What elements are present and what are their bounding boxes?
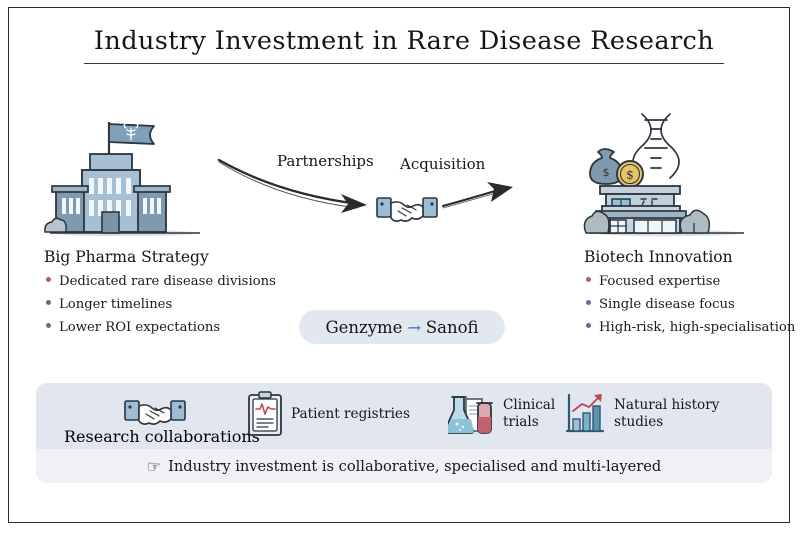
bullet-dot-icon <box>46 323 51 328</box>
activity-item-patient-registries: Patient registries <box>246 391 410 437</box>
activity-icon-row: Research collaborations Patient registri… <box>36 383 772 449</box>
activity-item-research-collaborations <box>124 395 186 429</box>
bullet-dot-icon <box>586 300 591 305</box>
left-bullet-item: Dedicated rare disease divisions <box>46 270 276 293</box>
right-bullet-item: High-risk, high-specialisation <box>586 316 795 339</box>
right-bullet-label: Single disease focus <box>599 297 735 312</box>
flask-testtube-icon <box>448 396 493 434</box>
activity-label-clinical-trials: Clinical trials <box>503 397 555 431</box>
right-bullet-label: Focused expertise <box>599 274 721 289</box>
left-bullet-item: Lower ROI expectations <box>46 316 276 339</box>
handshake-icon <box>376 192 438 230</box>
handshake-icon <box>124 400 186 425</box>
deal-to: Sanofi <box>425 317 479 337</box>
left-bullet-label: Dedicated rare disease divisions <box>59 274 276 289</box>
left-column-heading: Big Pharma Strategy <box>44 248 209 266</box>
activity-label-natural-history-studies-line1: Natural history <box>614 397 720 413</box>
left-bullet-item: Longer timelines <box>46 293 276 316</box>
right-bullet-item: Focused expertise <box>586 270 795 293</box>
activity-label-natural-history-studies-line2: studies <box>614 414 664 430</box>
bullet-dot-icon <box>46 300 51 305</box>
activity-label-clinical-trials-line2: trials <box>503 414 539 430</box>
clipboard-ecg-icon <box>248 391 282 436</box>
bullet-dot-icon <box>46 277 51 282</box>
page-title-text: Industry Investment in Rare Disease Rese… <box>83 26 725 64</box>
bullet-dot-icon <box>586 277 591 282</box>
bullet-dot-icon <box>586 323 591 328</box>
activity-item-clinical-trials: Clinical trials <box>448 391 555 437</box>
deal-badge: Genzyme → Sanofi <box>299 310 505 344</box>
right-bullet-item: Single disease focus <box>586 293 795 316</box>
activity-label-research-collaborations: Research collaborations <box>64 427 260 446</box>
activity-label-patient-registries: Patient registries <box>291 405 410 422</box>
right-bullet-label: High-risk, high-specialisation <box>599 320 796 335</box>
bar-chart-trend-icon <box>565 393 605 433</box>
page-title: Industry Investment in Rare Disease Rese… <box>0 26 808 64</box>
deal-from: Genzyme <box>325 317 403 337</box>
svg-text:$: $ <box>626 168 634 182</box>
flow-label-partnerships: Partnerships <box>277 152 374 170</box>
flow-arrows <box>217 158 513 213</box>
right-column-heading: Biotech Innovation <box>584 248 733 266</box>
activity-label-clinical-trials-line1: Clinical <box>503 397 556 413</box>
svg-text:$: $ <box>603 166 610 179</box>
flow-label-acquisition: Acquisition <box>400 155 486 173</box>
left-bullet-label: Longer timelines <box>59 297 173 312</box>
activity-item-natural-history-studies: Natural history studies <box>563 391 719 437</box>
pharma-building-icon <box>42 112 212 244</box>
panel-footer: ☞ Industry investment is collaborative, … <box>36 449 772 483</box>
biotech-lab-icon: $ $ <box>578 106 758 244</box>
pointing-hand-icon: ☞ <box>146 456 162 476</box>
left-bullet-label: Lower ROI expectations <box>59 320 221 335</box>
bottom-panel: Research collaborations Patient registri… <box>36 383 772 483</box>
activity-label-natural-history-studies: Natural history studies <box>614 397 719 431</box>
panel-footer-text: Industry investment is collaborative, sp… <box>168 457 662 475</box>
deal-arrow-icon: → <box>407 317 421 337</box>
